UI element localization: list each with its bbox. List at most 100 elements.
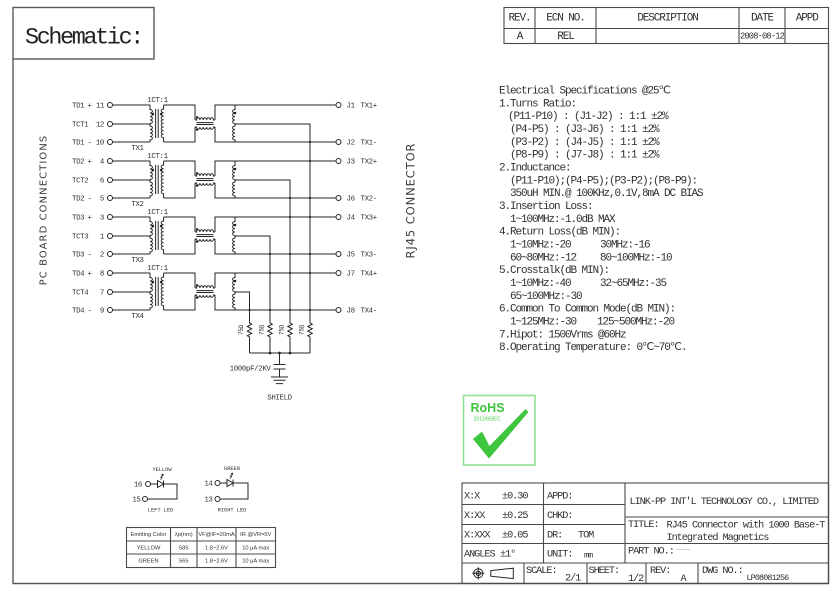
polarity-dot-icon (195, 184, 199, 187)
pcb-pin-name: TD1 (72, 103, 85, 111)
polarity-dot-icon (233, 279, 237, 283)
secondary-winding-icon (160, 217, 165, 254)
wire-crossing-mark (268, 271, 272, 275)
title-label: TITLE: (628, 520, 659, 531)
electrical-specifications: Electrical Specifications @25℃ 1.Turns R… (499, 86, 705, 355)
rj45-signal-name: TX4- (361, 308, 377, 316)
rj45-pin-terminal-icon (335, 270, 342, 276)
signoff-label: CHKD: (547, 511, 572, 522)
spec-heading: 2.Inductance: (499, 163, 571, 175)
center-tap-wires (235, 123, 311, 323)
polarity-dot-icon (159, 280, 163, 284)
pcb-pin-number: 4 (100, 159, 105, 167)
rj45-pin-number: J2 (347, 140, 355, 148)
wire-crossing-mark (288, 308, 292, 312)
led-diode-icon (226, 478, 234, 488)
revision-cell: REL (557, 31, 574, 43)
title-box (12, 6, 155, 60)
tolerance-label: X:X (464, 492, 480, 503)
tolerance-value: ±1° (500, 549, 515, 561)
capacitor-icon (273, 353, 286, 377)
ground-icon (271, 376, 288, 385)
transformer-designator: TX1 (131, 145, 144, 153)
pcb-pin-number: 6 (100, 178, 104, 186)
pcb-pin-number: 7 (100, 290, 104, 298)
ground-label: SHIELD (267, 395, 292, 403)
choke-input-wires (163, 216, 196, 255)
pcb-pin-terminal-icon (107, 251, 113, 257)
wire-crossing-mark (308, 159, 312, 163)
light-emission-icon (229, 472, 234, 480)
led-table-cell: 1.8~2.6V (205, 559, 228, 565)
pcb-pin-terminal-icon (107, 270, 113, 276)
polarity-dot-icon (159, 168, 163, 172)
polarity-dot-icon (195, 172, 199, 175)
polarity-dot-icon (195, 128, 199, 131)
led-color-label: YELLOW (152, 467, 172, 473)
transformer-designator: TX3 (131, 257, 143, 265)
led-table-cell: 585 (179, 546, 189, 552)
rj45-signal-name: TX1+ (361, 103, 378, 111)
line-side-wires (214, 104, 336, 143)
drawn-by-value: TOM (578, 531, 594, 542)
led-color-label: GREEN (224, 466, 240, 472)
spec-line: (P4-P5) : (J3-J6) : 1:1 ±2% (510, 124, 660, 136)
projection-crosshair (472, 567, 485, 580)
resistor-icon (246, 322, 253, 338)
rj45-pin-number: J4 (347, 215, 356, 223)
choke-input-wires (163, 104, 196, 143)
pcb-pin-name: TD4 (72, 271, 85, 279)
led-pin-terminal-icon (145, 481, 151, 487)
pcb-pin-number: 8 (100, 271, 104, 279)
wire-crossing-mark (308, 252, 312, 256)
common-mode-choke-icon (195, 173, 215, 186)
drawing-title-line: Integrated Magnetics (667, 532, 770, 544)
pcb-pin-terminal-icon (107, 214, 113, 220)
primary-lead-wires (112, 272, 150, 311)
pcb-pin-number: 11 (96, 103, 105, 111)
pcb-pin-polarity: - (87, 252, 91, 260)
channel-1-magnetics: TD1 + 11 TCT1 12 TD1 - 10 J1 TX1+ J2 TX1… (72, 97, 378, 153)
wire-crossing-mark (288, 196, 292, 200)
led-wires (220, 482, 249, 500)
polarity-dot-icon (195, 240, 199, 243)
primary-winding-icon (149, 217, 153, 254)
secondary-winding-icon (160, 161, 165, 198)
pcb-pin-number: 9 (100, 308, 104, 316)
rohs-badge: RoHS 2011/65/EC (462, 394, 536, 466)
spec-line: 30MHz:-16 (600, 240, 650, 252)
autotransformer-winding-icon (232, 105, 236, 142)
right-led: GREEN 14 13 RIGHT LED (204, 466, 249, 514)
led-indicators: YELLOW 16 15 LEFT LED GREEN 14 13 RIGHT … (132, 466, 249, 514)
pcb-pin-polarity: + (87, 159, 92, 167)
pcb-pin-name: TCT1 (72, 122, 89, 130)
wire-crossing-mark (308, 308, 312, 312)
led-table-cell: 565 (179, 559, 189, 565)
led-cathode-pin: 15 (132, 497, 140, 505)
signoff-label: DR: (547, 531, 562, 542)
resistor-value: 75Ω (279, 324, 286, 335)
led-anode-pin: 14 (204, 481, 213, 489)
pcb-pin-number: 1 (100, 234, 105, 242)
polarity-dot-icon (159, 112, 163, 116)
rj45-pin-terminal-icon (335, 307, 342, 313)
polarity-dot-icon (233, 223, 237, 227)
checkmark-icon (473, 409, 529, 459)
transformer-ratio: 1CT:1 (147, 265, 168, 273)
pcb-pin-name: TD4 (72, 308, 85, 316)
pcb-pin-name: TCT3 (72, 234, 88, 242)
capacitor-value: 1000pF/2KV (230, 366, 272, 374)
led-anode-pin: 16 (134, 482, 142, 490)
tolerance-label: X:XX (464, 511, 485, 522)
common-bus-wire (249, 336, 311, 354)
page-title: Schematic: (25, 26, 142, 52)
channel-4-magnetics: TD4 + 8 TCT4 7 TD4 - 9 J7 TX4+ J8 TX4- 1… (72, 265, 378, 321)
signoff-label: UNIT: (547, 550, 572, 561)
led-table-cell: 10 μA max (242, 546, 269, 552)
rj45-signal-name: TX2- (361, 196, 377, 204)
rj45-signal-name: TX1- (361, 140, 377, 148)
common-mode-choke-icon (195, 229, 215, 242)
polarity-dot-icon (159, 224, 163, 228)
transformer-core-icon (155, 221, 159, 250)
pcb-pin-terminal-icon (107, 307, 113, 313)
